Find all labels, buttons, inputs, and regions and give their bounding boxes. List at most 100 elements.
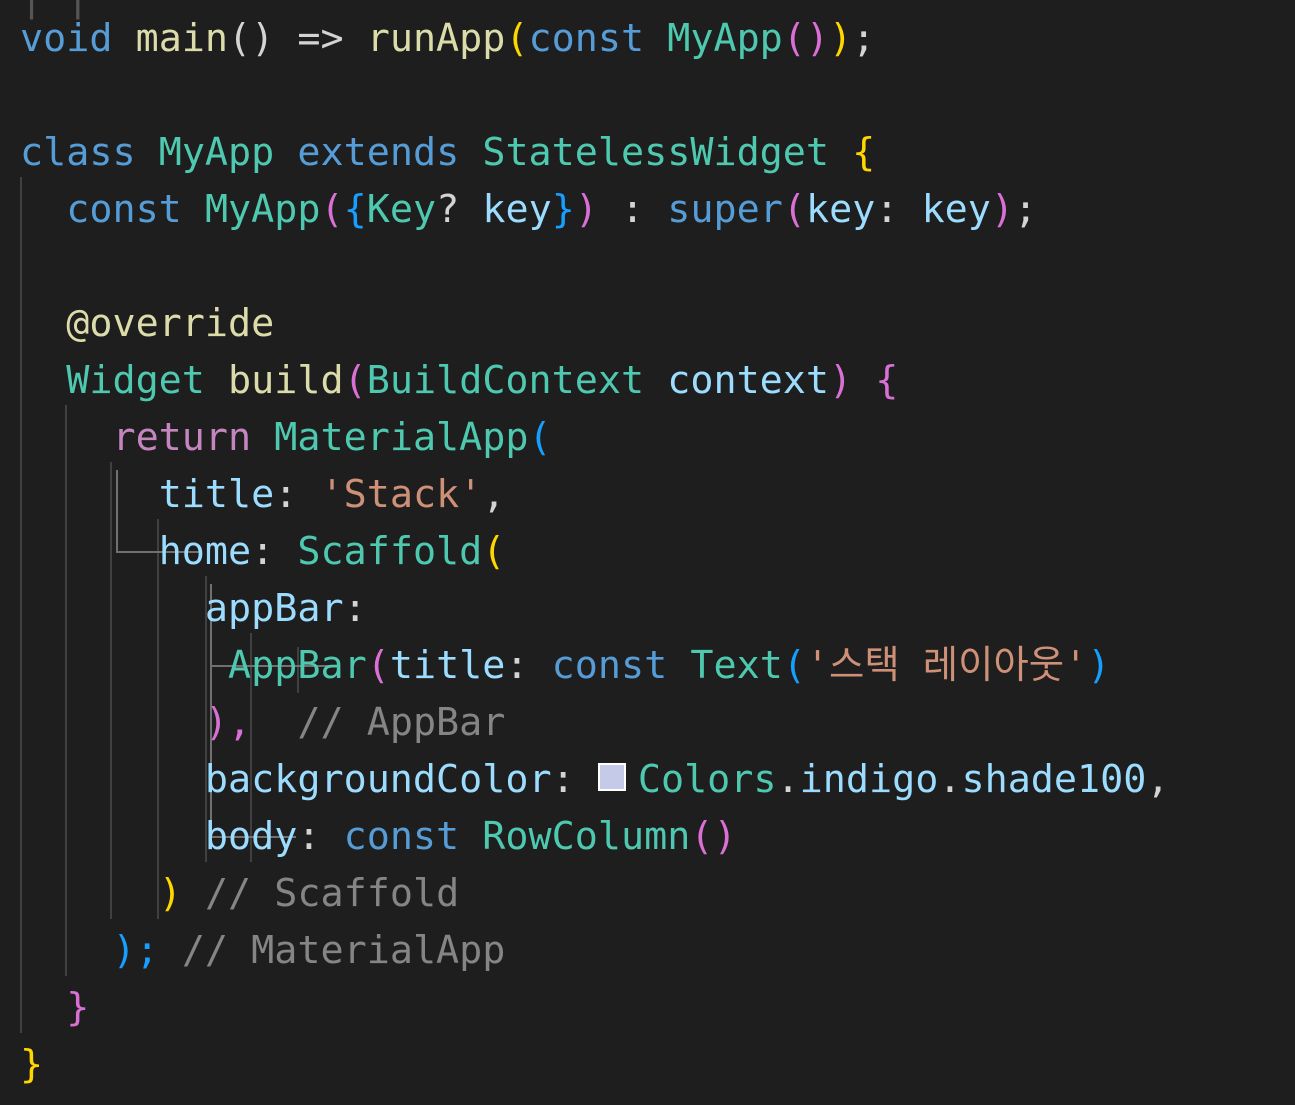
indent-guide	[157, 519, 159, 919]
variable: key	[805, 187, 876, 232]
indent-guide	[297, 647, 299, 693]
property-name: appBar	[204, 586, 344, 631]
type-name: MaterialApp	[274, 415, 529, 460]
property-name: title	[158, 472, 275, 517]
code-line: ) // Scaffold	[20, 865, 460, 922]
punctuation: :	[875, 187, 922, 232]
code-line: appBar:	[20, 580, 367, 637]
bracket: ),	[204, 700, 252, 745]
keyword: class	[20, 130, 136, 175]
type-name: Colors	[637, 757, 777, 802]
code-comment: // AppBar	[297, 700, 506, 745]
code-line: class MyApp extends StatelessWidget {	[20, 124, 875, 181]
bracket: )	[829, 358, 853, 403]
type-name: Scaffold	[297, 529, 483, 574]
keyword: const	[343, 814, 460, 859]
type-name: Text	[690, 643, 783, 688]
punctuation: :	[551, 757, 598, 802]
bracket: )	[158, 871, 182, 916]
punctuation: ,	[1146, 757, 1170, 802]
punctuation: :	[297, 814, 344, 859]
keyword: const	[551, 643, 668, 688]
variable: key	[482, 187, 552, 232]
function-name: runApp	[366, 16, 506, 61]
tree-connector	[116, 470, 118, 552]
property-name: indigo	[799, 757, 939, 802]
bracket: }	[20, 1042, 44, 1087]
clipped-line: | |	[20, 0, 89, 18]
code-comment: // Scaffold	[204, 871, 460, 916]
property-name: title	[389, 643, 506, 688]
punctuation: ;	[852, 16, 876, 61]
property-name: body	[204, 814, 298, 859]
bracket: (	[782, 187, 806, 232]
punctuation: ?	[436, 187, 483, 232]
code-line: body: const RowColumn()	[20, 808, 737, 865]
bracket: (	[482, 529, 506, 574]
bracket: }	[66, 985, 90, 1030]
type-name: MyApp	[204, 187, 321, 232]
space	[459, 814, 482, 859]
bracket: {	[875, 358, 899, 403]
property-name: backgroundColor	[204, 757, 552, 802]
punctuation: .	[776, 757, 800, 802]
space	[667, 643, 690, 688]
code-line: return MaterialApp(	[20, 409, 552, 466]
function-name: build	[228, 358, 344, 403]
indent-guide	[205, 576, 207, 862]
keyword: const	[66, 187, 182, 232]
code-line: }	[20, 979, 89, 1036]
keyword: void	[20, 16, 113, 61]
indent-guide	[250, 633, 252, 862]
bracket: );	[112, 928, 159, 973]
keyword: extends	[297, 130, 460, 175]
tree-connector	[116, 551, 202, 553]
string-literal: 'Stack'	[320, 472, 483, 517]
bracket: )	[990, 187, 1015, 232]
string-literal: '스택 레이아웃'	[805, 643, 1088, 688]
annotation: @override	[66, 301, 275, 346]
punctuation: :	[343, 586, 367, 631]
bracket: (	[505, 16, 529, 61]
color-swatch[interactable]	[597, 762, 626, 791]
punctuation: ,	[482, 472, 506, 517]
space	[644, 16, 667, 61]
type-name: BuildContext	[366, 358, 645, 403]
punctuation: :	[251, 529, 298, 574]
bracket: }	[551, 187, 575, 232]
bracket: ()	[782, 16, 830, 61]
bracket: (	[782, 643, 806, 688]
punctuation: :	[505, 643, 552, 688]
code-line: ), // AppBar	[20, 694, 506, 751]
indent-guide	[20, 177, 22, 1033]
tree-connector	[210, 665, 340, 667]
code-line: void main() => runApp(const MyApp());	[20, 10, 875, 67]
code-line: @override	[20, 295, 274, 352]
bracket: ()	[690, 814, 737, 859]
punctuation: ;	[1014, 187, 1038, 232]
property-name: shade100	[961, 757, 1147, 802]
type-name: StatelessWidget	[482, 130, 830, 175]
variable: key	[921, 187, 991, 232]
property-name: home	[158, 529, 252, 574]
code-line: backgroundColor: Colors.indigo.shade100,	[20, 751, 1170, 808]
type-name: MyApp	[667, 16, 783, 61]
bracket: )	[574, 187, 598, 232]
tree-connector	[210, 584, 212, 836]
code-line: const MyApp({Key? key}) : super(key: key…	[20, 181, 1037, 238]
type-name: AppBar	[228, 643, 367, 688]
bracket: (	[528, 415, 552, 460]
bracket: (	[320, 187, 344, 232]
indent-guide	[65, 405, 67, 976]
type-name: MyApp	[158, 130, 275, 175]
bracket: (	[343, 358, 367, 403]
tree-connector	[210, 836, 296, 838]
keyword: const	[528, 16, 645, 61]
type-name: RowColumn	[482, 814, 691, 859]
type-name: Widget	[66, 358, 205, 403]
keyword: return	[112, 415, 252, 460]
keyword: super	[667, 187, 783, 232]
function-name: main	[135, 16, 229, 61]
type-name: Key	[366, 187, 437, 232]
